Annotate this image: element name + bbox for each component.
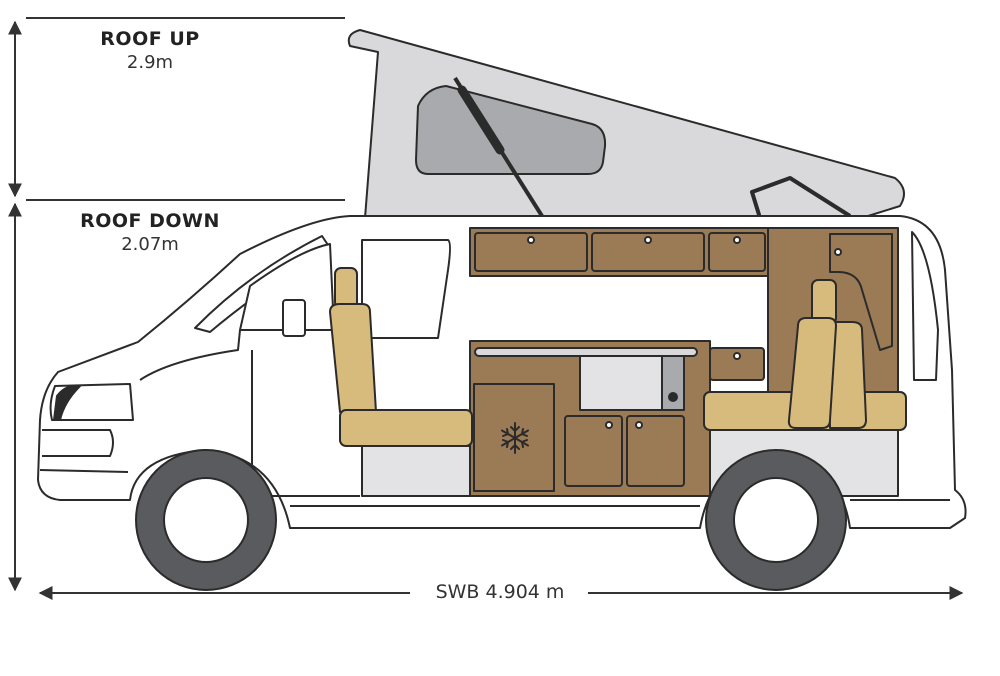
overhead-locker-2 [591,232,705,272]
length-label: SWB 4.904 m [415,581,585,603]
overhead-locker-1 [474,232,588,272]
cupboard-left [564,415,623,487]
roof-down-value: 2.07m [121,234,179,255]
front-wheel [135,449,277,591]
pop-up-roof [347,29,905,219]
sink-hob [579,355,663,411]
cupboard-right [626,415,685,487]
front-swivel-seat [329,267,473,447]
rear-wheel [705,449,847,591]
overhead-locker-3 [708,232,766,272]
snowflake-icon [501,422,529,454]
van-body [37,215,967,529]
roof-up-value: 2.9m [126,52,174,73]
small-drawer [709,347,765,381]
height-dimension-lines [8,17,345,592]
roof-down-label: ROOF DOWN [80,210,220,232]
rear-bench-seat [703,279,907,431]
roof-up-label: ROOF UP [100,28,200,50]
